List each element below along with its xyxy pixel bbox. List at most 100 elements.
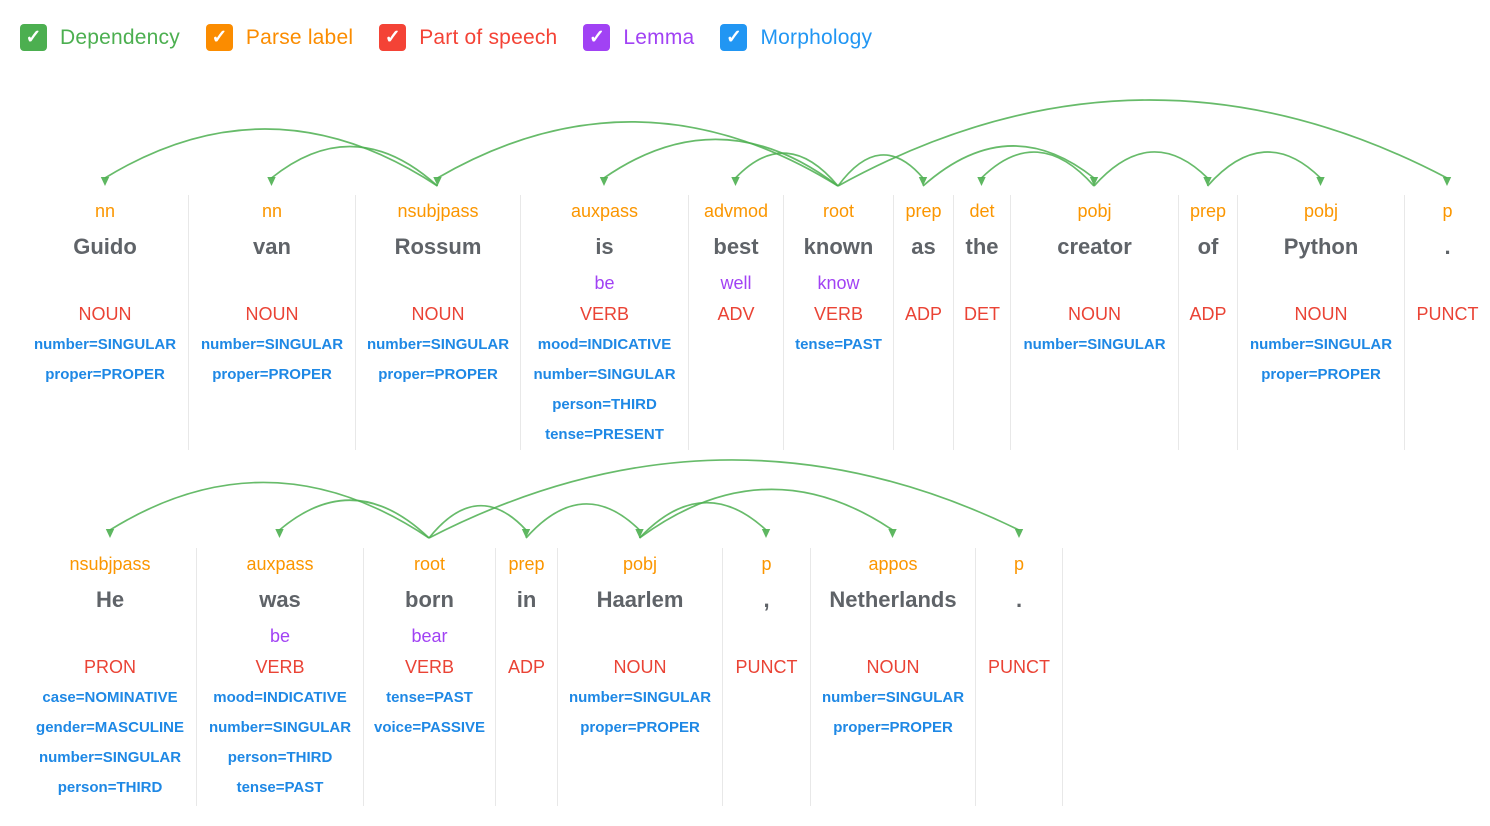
token-lemma [24, 620, 196, 652]
morph-feature: proper=PROPER [378, 365, 498, 383]
arc-arrowhead-icon [267, 177, 276, 186]
checkbox-dependency[interactable]: ✓ Dependency [20, 24, 180, 51]
arc-arrowhead-icon [1014, 529, 1024, 538]
token-lemma [723, 620, 810, 652]
parse-label: det [969, 200, 995, 221]
part-of-speech: DET [964, 303, 1000, 324]
dependency-arc-nsubjpass [109, 481, 430, 539]
arc-arrowhead-icon [275, 529, 284, 538]
part-of-speech: VERB [255, 656, 305, 677]
token-word: . [1015, 587, 1023, 612]
arc-arrowhead-icon [1316, 177, 1325, 186]
token-word: He [95, 587, 125, 612]
morph-feature: mood=INDICATIVE [213, 688, 347, 706]
morphology-checkbox-icon[interactable]: ✓ [720, 24, 748, 51]
checkbox-label: Parse label [245, 25, 354, 49]
dependency-arcs-sentence-2 [105, 459, 1024, 539]
morph-feature: number=SINGULAR [200, 335, 344, 353]
checkbox-morphology[interactable]: ✓Morphology [720, 24, 872, 51]
part-of-speech: ADP [904, 303, 942, 324]
parse-label: nn [94, 200, 116, 221]
parse-label: auxpass [246, 553, 314, 574]
morph-feature: voice=PASSIVE [373, 718, 486, 736]
dependency-arc-auxpass [603, 138, 839, 187]
dependency-arc-prep [428, 504, 527, 539]
part-of-speech-checkbox-icon[interactable]: ✓ [379, 24, 407, 51]
token-word: Netherlands [829, 587, 957, 612]
checkbox-parse-label[interactable]: ✓ Parse label [205, 24, 354, 51]
parse-label: prep [905, 200, 942, 221]
parse-label: pobj [622, 553, 658, 574]
part-of-speech: ADV [717, 303, 755, 324]
part-of-speech: NOUN [411, 303, 465, 324]
parse-label: p [1442, 200, 1453, 221]
part-of-speech: ADP [507, 656, 545, 677]
token-word: the [965, 234, 999, 259]
parse-label: appos [868, 553, 918, 574]
token-word: creator [1057, 234, 1132, 259]
dependency-arc-pobj [1206, 151, 1322, 187]
token-word: of [1197, 234, 1219, 259]
token-lemma [976, 620, 1062, 652]
morph-feature: number=SINGULAR [208, 718, 352, 736]
parse-label: nsubjpass [69, 553, 151, 574]
parse-label: root [413, 553, 446, 574]
part-of-speech: NOUN [1294, 303, 1348, 324]
parse-label: advmod [703, 200, 769, 221]
morph-feature: number=SINGULAR [33, 335, 177, 353]
token-column--: p,PUNCT [722, 548, 810, 806]
morph-feature: tense=PAST [795, 335, 882, 353]
morph-feature: person=THIRD [552, 395, 657, 413]
token-lemma: be [594, 272, 615, 293]
token-word: known [803, 234, 874, 259]
arc-arrowhead-icon [599, 177, 609, 186]
checkbox-part-of-speech[interactable]: ✓ Part of speech [379, 24, 557, 51]
token-lemma [22, 267, 188, 299]
lemma-checkbox-icon[interactable]: ✓ [583, 24, 611, 51]
token-word: as [911, 234, 936, 259]
dependency-arc-prep [837, 154, 924, 187]
parse-label: nn [261, 200, 283, 221]
morph-feature: case=NOMINATIVE [42, 688, 178, 706]
arc-arrowhead-icon [977, 177, 986, 186]
arc-arrowhead-icon [731, 177, 740, 186]
token-lemma: bear [411, 625, 448, 646]
dependency-arc-nsubjpass [437, 121, 839, 187]
dependency-arc-advmod [734, 152, 839, 187]
part-of-speech: NOUN [1068, 303, 1121, 324]
morph-feature: tense=PAST [236, 778, 324, 796]
parse-label: pobj [1077, 200, 1112, 221]
arc-arrowhead-icon [888, 529, 897, 538]
dependency-checkbox-icon[interactable]: ✓ [20, 24, 47, 51]
morph-feature: proper=PROPER [580, 718, 700, 736]
token-lemma [1238, 267, 1404, 299]
part-of-speech: PUNCT [988, 656, 1050, 677]
checkbox-label: Part of speech [419, 25, 558, 49]
morph-feature: number=SINGULAR [533, 365, 676, 383]
dependency-arc-nn [104, 128, 438, 187]
token-word: van [253, 234, 291, 259]
dependency-arc-p [428, 459, 1020, 539]
parse-label-checkbox-icon[interactable]: ✓ [205, 24, 233, 51]
parse-label: p [761, 553, 772, 574]
morph-feature: tense=PAST [386, 688, 473, 706]
checkbox-lemma[interactable]: ✓Lemma [583, 24, 694, 51]
arc-arrowhead-icon [105, 529, 115, 538]
part-of-speech: VERB [404, 656, 455, 677]
parse-label: prep [508, 553, 545, 574]
checkbox-label: Dependency [60, 25, 180, 49]
token-word: Haarlem [596, 587, 684, 612]
parse-label: prep [1189, 200, 1227, 221]
token-word: in [516, 587, 537, 612]
part-of-speech: VERB [813, 303, 864, 324]
morph-feature: number=SINGULAR [366, 335, 510, 353]
token-lemma [811, 620, 975, 652]
morph-feature: gender=MASCULINE [36, 718, 184, 736]
part-of-speech: VERB [579, 303, 630, 324]
dependency-arc-prep [1093, 151, 1209, 187]
part-of-speech: NOUN [245, 303, 299, 324]
